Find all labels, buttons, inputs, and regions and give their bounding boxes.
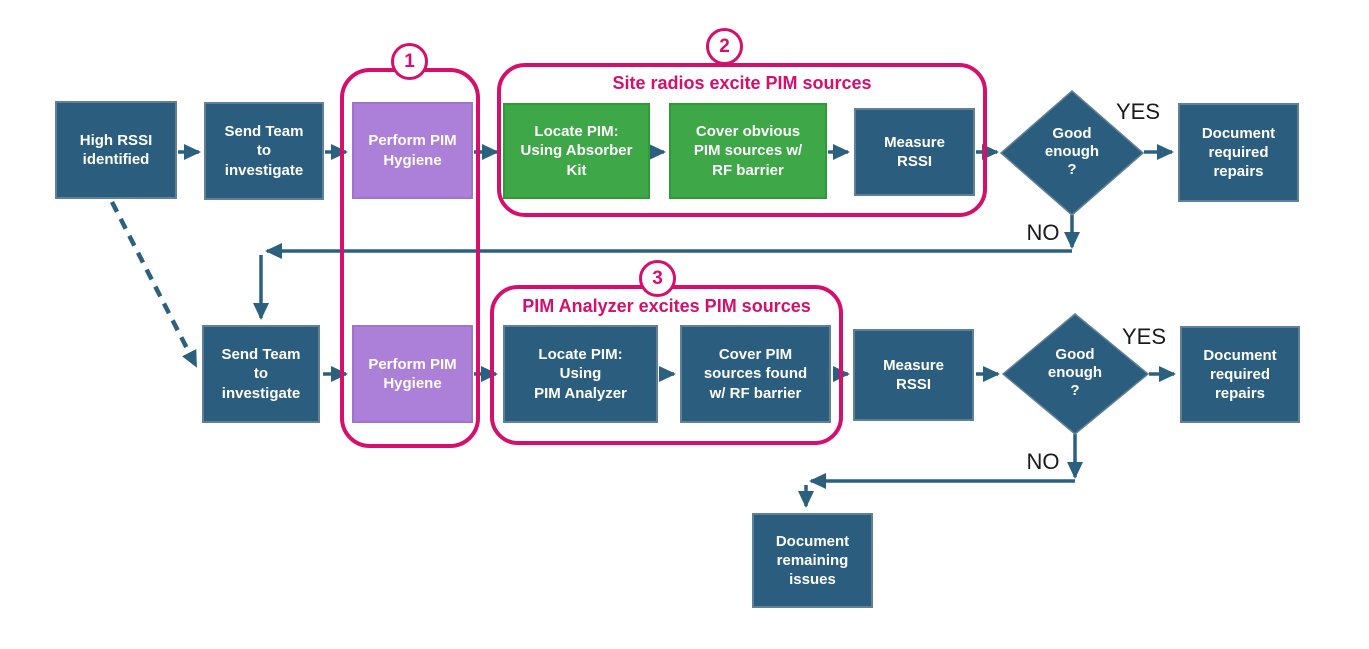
node-decision-1: Good enough ?: [1044, 125, 1100, 178]
group-1-number: 1: [404, 50, 415, 72]
group-1-badge: 1: [391, 43, 428, 80]
group-2-number: 2: [719, 35, 730, 57]
group-3-title: PIM Analyzer excites PIM sources: [522, 296, 811, 316]
node-send-team-1: Send Team to investigate: [204, 102, 324, 200]
decision-diamond-2: [1001, 313, 1150, 435]
node-perform-hygiene-2: Perform PIM Hygiene: [352, 325, 473, 423]
label-no-1: NO: [1026, 220, 1060, 245]
node-send-team-2: Send Team to investigate: [202, 325, 320, 423]
group-2-title: Site radios excite PIM sources: [612, 73, 872, 93]
node-document-repairs-1: Document required repairs: [1178, 103, 1299, 202]
dashed-arrow-highrssi-to-sendteam2: [109, 200, 199, 368]
node-cover-pim-1: Cover obvious PIM sources w/ RF barrier: [669, 103, 827, 199]
group-2-badge: 2: [706, 28, 743, 65]
node-locate-pim-2: Locate PIM: Using PIM Analyzer: [503, 325, 658, 423]
node-high-rssi: High RSSI identified: [55, 101, 177, 199]
node-measure-rssi-2: Measure RSSI: [853, 329, 974, 421]
node-document-remaining: Document remaining issues: [752, 513, 873, 608]
group-3-badge: 3: [639, 260, 676, 297]
label-no-2: NO: [1026, 449, 1060, 474]
node-measure-rssi-1: Measure RSSI: [854, 108, 975, 196]
node-locate-pim-1: Locate PIM: Using Absorber Kit: [503, 103, 650, 199]
node-decision-2: Good enough ?: [1047, 346, 1103, 399]
decision-diamond-1: [999, 90, 1145, 216]
node-document-repairs-2: Document required repairs: [1180, 326, 1300, 423]
group-2-outline: [497, 63, 987, 217]
label-yes-1: YES: [1115, 99, 1161, 124]
label-yes-2: YES: [1121, 324, 1167, 349]
node-perform-hygiene-1: Perform PIM Hygiene: [352, 102, 473, 199]
node-cover-pim-2: Cover PIM sources found w/ RF barrier: [680, 325, 831, 423]
group-3-number: 3: [652, 267, 663, 289]
